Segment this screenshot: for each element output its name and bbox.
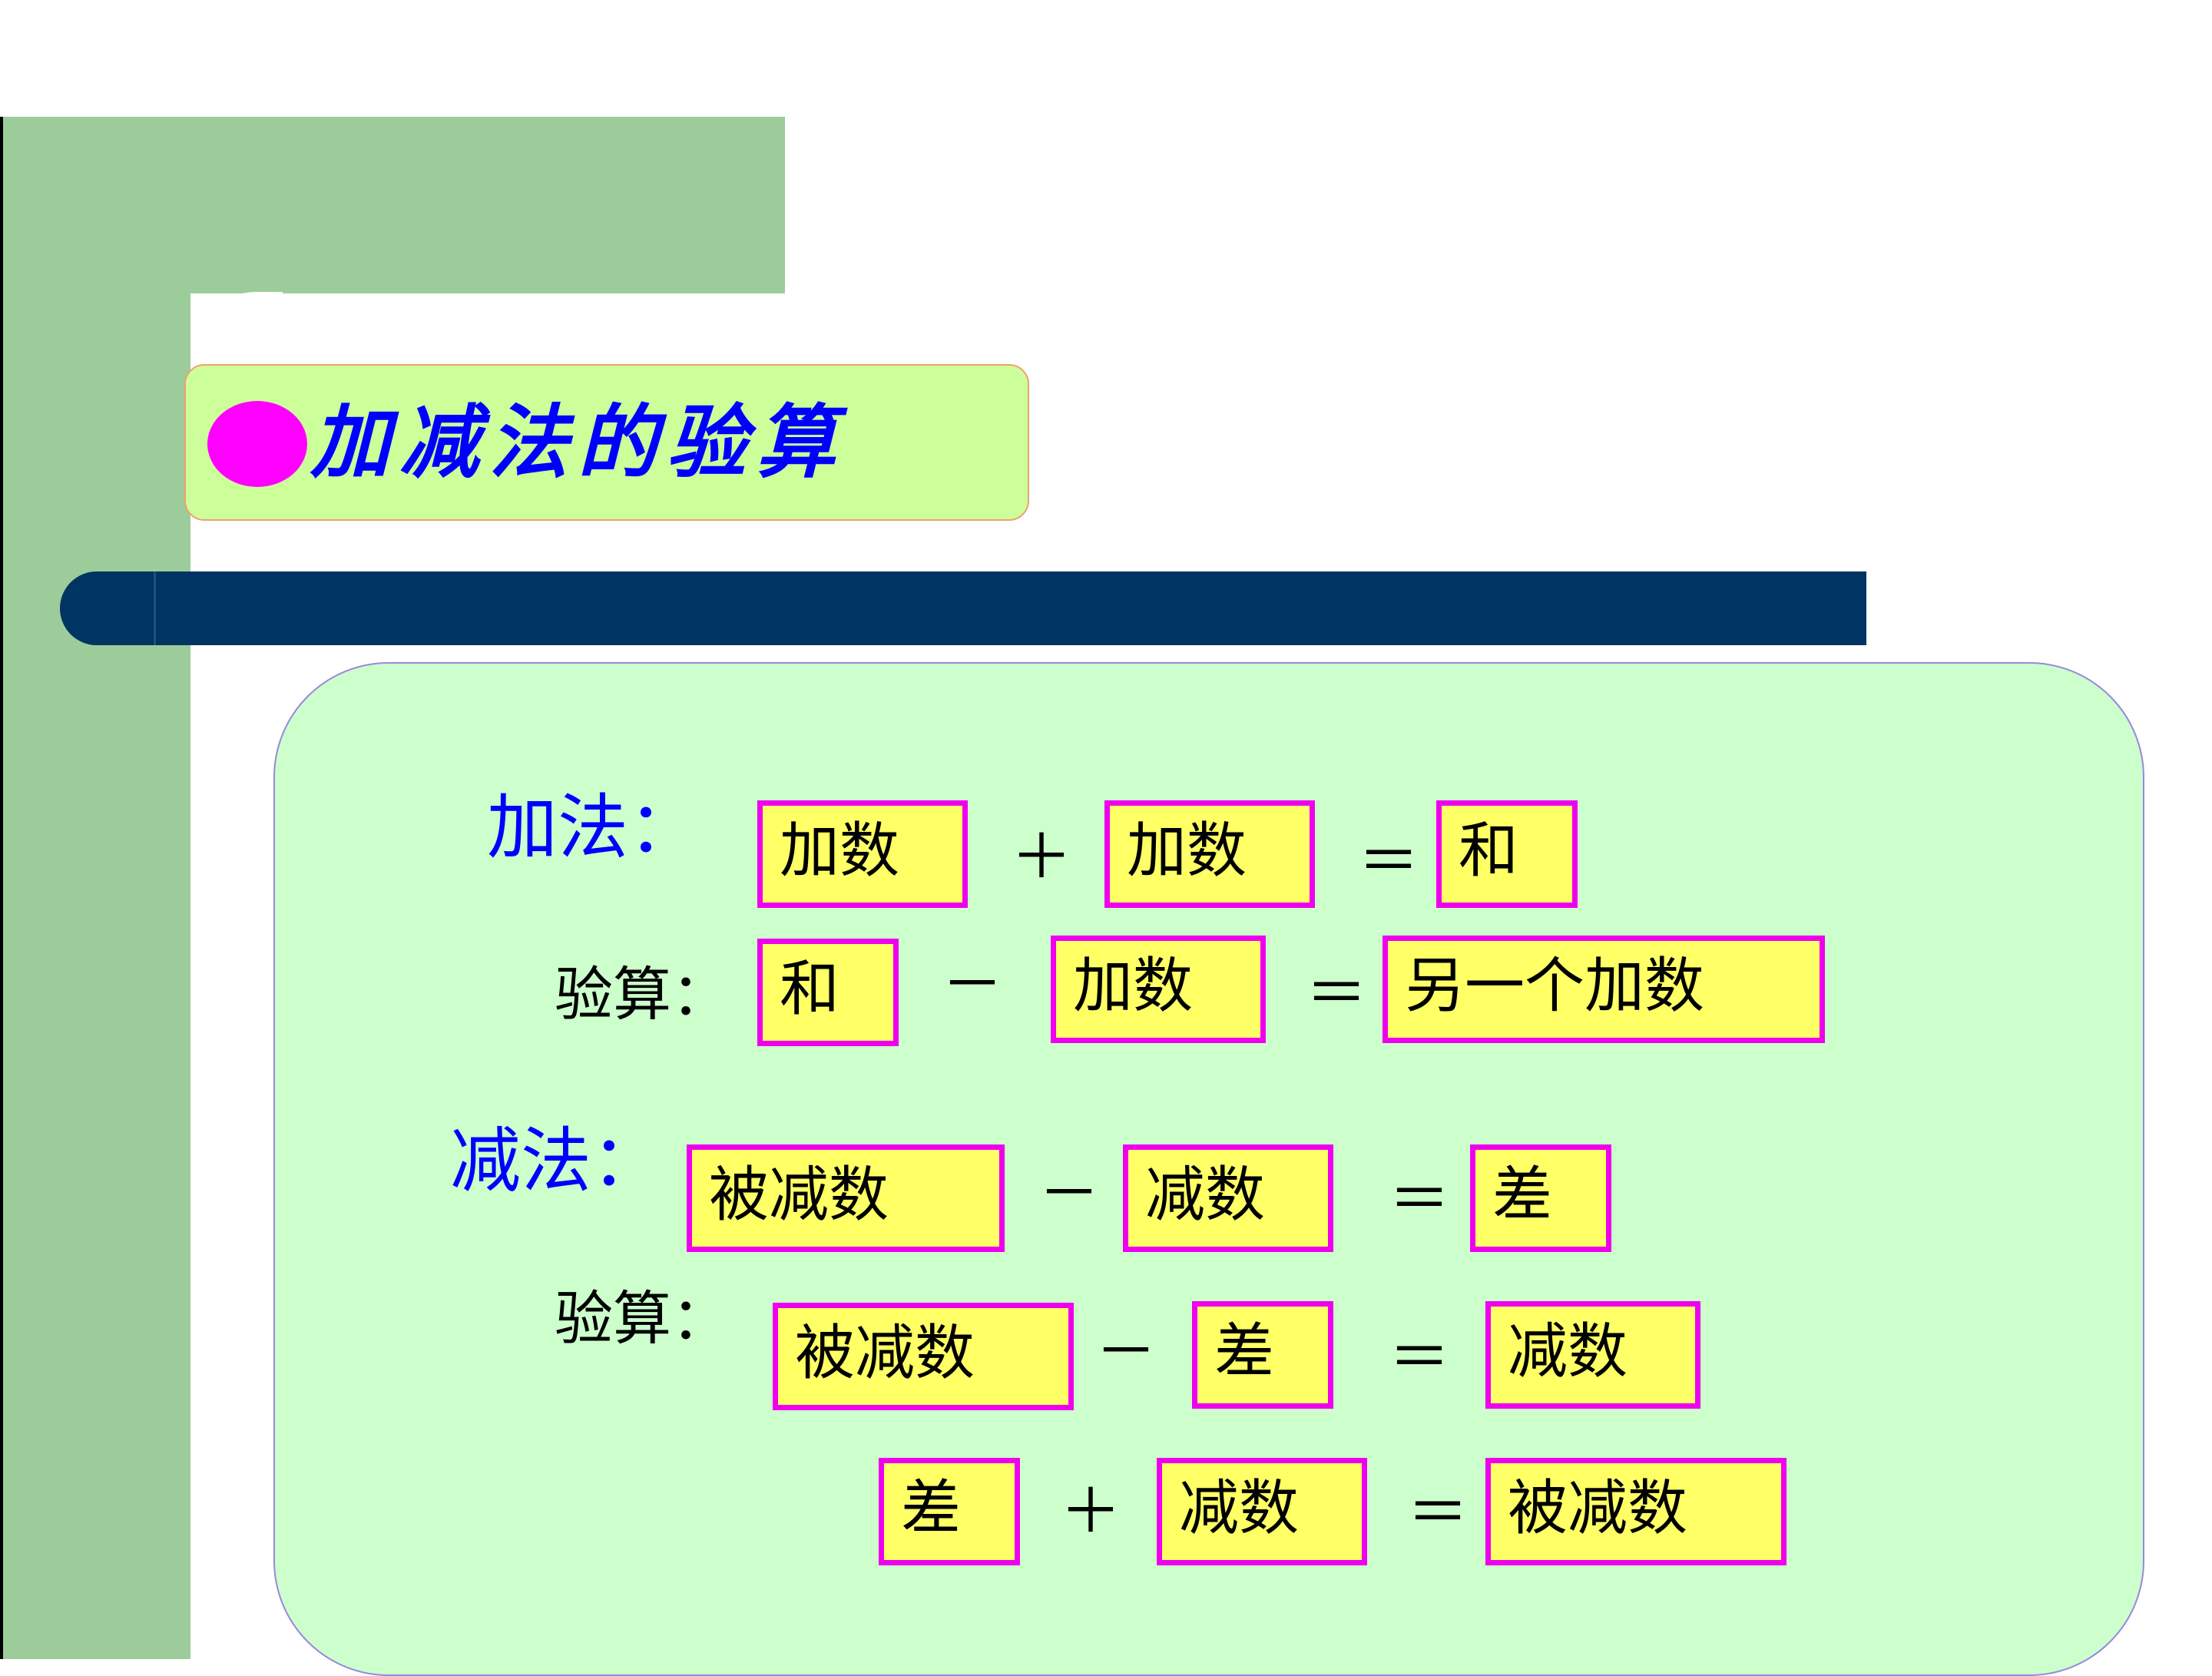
other-addend-box: 另一个加数: [1382, 936, 1825, 1043]
difference-box: 差: [1192, 1301, 1333, 1409]
sum-box: 和: [1436, 800, 1578, 908]
minus-sign: －: [1095, 1316, 1157, 1387]
header-divider-bar: [60, 571, 1866, 645]
equals-sign: ＝: [1306, 958, 1367, 1029]
minus-sign: －: [942, 949, 1003, 1020]
equals-sign: ＝: [1389, 1322, 1450, 1393]
subtrahend-box: 减数: [1157, 1458, 1367, 1565]
difference-box: 差: [879, 1458, 1020, 1565]
left-edge-line: [0, 117, 3, 1659]
equals-sign: ＝: [1358, 826, 1419, 897]
slide-title: 加减法的验算: [310, 395, 846, 489]
minuend-box: 被减数: [1485, 1458, 1786, 1565]
addition-label: 加法：: [487, 787, 700, 869]
addend-box: 加数: [757, 800, 968, 908]
addend-box: 加数: [1051, 936, 1266, 1043]
equals-sign: ＝: [1389, 1164, 1450, 1235]
addend-box: 加数: [1104, 800, 1315, 908]
side-decor-bar: [3, 117, 190, 1659]
difference-box: 差: [1470, 1144, 1611, 1252]
plus-sign: ＋: [1060, 1476, 1121, 1547]
subtraction-check-label: 验算：: [555, 1284, 730, 1353]
minuend-box: 被减数: [773, 1303, 1074, 1410]
subtrahend-box: 减数: [1123, 1144, 1333, 1252]
minus-sign: －: [1038, 1158, 1100, 1229]
subtrahend-box: 减数: [1485, 1301, 1700, 1409]
title-banner: [184, 364, 1029, 521]
minuend-box: 被减数: [687, 1144, 1005, 1252]
top-decor-block: [190, 117, 785, 293]
sum-box: 和: [757, 939, 899, 1046]
plus-sign: ＋: [1011, 821, 1072, 893]
bullet-dot-icon: [207, 401, 307, 487]
addition-check-label: 验算：: [555, 960, 730, 1028]
subtraction-label: 减法：: [450, 1120, 663, 1202]
equals-sign: ＝: [1407, 1477, 1469, 1548]
